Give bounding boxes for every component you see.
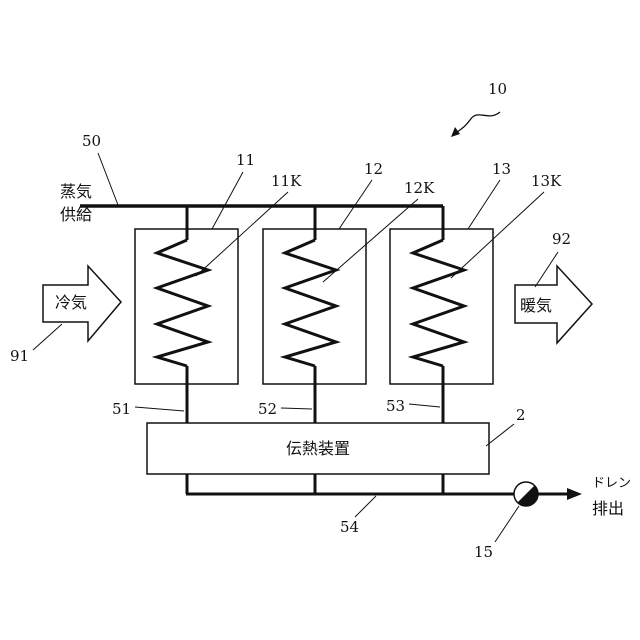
- steam-supply-label-2: 供給: [60, 205, 92, 224]
- warm-air-ref-leader: [535, 252, 558, 287]
- pipe-ref-51-leader: [135, 407, 184, 411]
- steam-line-leader: [98, 153, 118, 205]
- heating-coil: [157, 240, 208, 366]
- coil-ref-13k: 13K: [531, 172, 562, 190]
- steam-supply-label-1: 蒸気: [60, 182, 92, 201]
- heat-transfer-device-ref: 2: [516, 406, 526, 424]
- trap-ref-leader: [495, 506, 519, 542]
- heater-11: [135, 206, 238, 423]
- heater-box: [390, 229, 493, 384]
- heater-ref-11: 11: [236, 151, 255, 169]
- warm-air-ref: 92: [552, 230, 571, 248]
- drain-outlet-label-2: 排出: [592, 499, 624, 518]
- pipe-ref-53-leader: [409, 404, 440, 407]
- heating-coil: [285, 240, 336, 366]
- heater-ref-12: 12: [364, 160, 383, 178]
- heat-transfer-device-ref-leader: [486, 424, 514, 446]
- system-ref-label: 10: [488, 80, 507, 98]
- pipe-ref-52: 52: [258, 400, 277, 418]
- pipe-ref-52-leader: [281, 408, 312, 409]
- coil-ref-11k: 11K: [271, 172, 302, 190]
- heat-transfer-device-label: 伝熱装置: [286, 439, 350, 458]
- heater-box: [263, 229, 366, 384]
- system-ref-arrowhead: [451, 127, 460, 137]
- warm-air-label: 暖気: [520, 296, 552, 315]
- trap-ref: 15: [474, 543, 493, 561]
- heater-ref-11-leader: [212, 172, 243, 229]
- heater-13: [390, 206, 493, 423]
- drain-line-ref: 54: [340, 518, 359, 536]
- coil-ref-12k: 12K: [404, 179, 435, 197]
- cold-air-ref-leader: [33, 324, 62, 350]
- cold-air-ref: 91: [10, 347, 29, 365]
- coil-ref-13k-leader: [451, 192, 544, 278]
- coil-ref-12k-leader: [323, 199, 418, 282]
- pipe-ref-53: 53: [386, 397, 405, 415]
- system-ref-leader: [456, 112, 500, 133]
- pipe-ref-51: 51: [112, 400, 131, 418]
- heater-12: [263, 206, 366, 423]
- drain-line-ref-leader: [355, 496, 376, 517]
- drain-outlet-label-1: ドレン: [592, 476, 631, 491]
- heater-ref-13: 13: [492, 160, 511, 178]
- drain-outlet-arrowhead: [567, 488, 582, 500]
- cold-air-label: 冷気: [55, 293, 87, 312]
- heater-ref-13-leader: [468, 180, 500, 229]
- heating-coil: [413, 240, 464, 366]
- steam-line-ref: 50: [82, 132, 101, 150]
